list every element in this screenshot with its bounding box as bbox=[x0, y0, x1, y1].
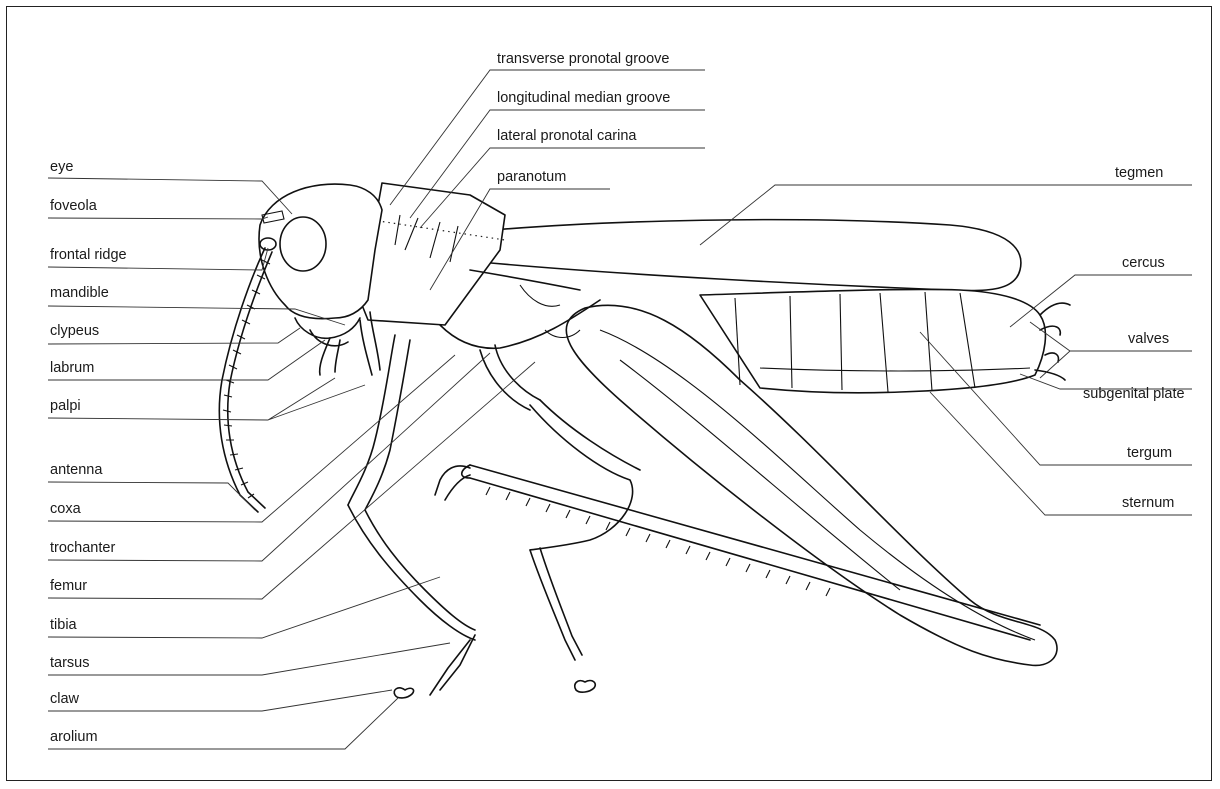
top-labels: transverse pronotal groove longitudinal … bbox=[497, 51, 670, 185]
front-claw bbox=[394, 688, 413, 698]
right-labels: tegmen cercus valves subgenital plate te… bbox=[1083, 165, 1185, 511]
label-frontal-ridge: frontal ridge bbox=[50, 247, 127, 263]
front-tarsus bbox=[430, 635, 475, 695]
label-arolium: arolium bbox=[50, 729, 98, 745]
label-mandible: mandible bbox=[50, 285, 109, 301]
label-femur: femur bbox=[50, 578, 87, 594]
label-valves: valves bbox=[1128, 331, 1169, 347]
middle-leg-femur bbox=[530, 400, 640, 550]
label-tarsus: tarsus bbox=[50, 655, 90, 671]
label-longitudinal-median-groove: longitudinal median groove bbox=[497, 90, 670, 106]
label-foveola: foveola bbox=[50, 198, 98, 214]
label-antenna: antenna bbox=[50, 462, 103, 478]
label-tibia: tibia bbox=[50, 617, 78, 633]
pronotum-shape bbox=[360, 183, 505, 325]
label-clypeus: clypeus bbox=[50, 323, 99, 339]
middle-leg-shape bbox=[480, 345, 540, 410]
label-transverse-pronotal-groove: transverse pronotal groove bbox=[497, 51, 670, 67]
tegmen-shape bbox=[470, 220, 1021, 291]
label-tegmen: tegmen bbox=[1115, 165, 1163, 181]
label-trochanter: trochanter bbox=[50, 540, 115, 556]
front-leg-lower bbox=[348, 505, 475, 640]
abdomen-shape bbox=[700, 289, 1045, 392]
eye-shape bbox=[280, 217, 326, 271]
left-labels: eye foveola frontal ridge mandible clype… bbox=[50, 159, 127, 745]
label-labrum: labrum bbox=[50, 360, 94, 376]
label-coxa: coxa bbox=[50, 501, 82, 517]
grasshopper-illustration bbox=[219, 183, 1070, 698]
palpi-shape bbox=[320, 312, 380, 375]
middle-claw bbox=[575, 681, 596, 693]
label-eye: eye bbox=[50, 159, 73, 175]
label-sternum: sternum bbox=[1122, 495, 1174, 511]
label-cercus: cercus bbox=[1122, 255, 1165, 271]
label-paranotum: paranotum bbox=[497, 169, 566, 185]
middle-leg-tibia bbox=[530, 548, 582, 660]
label-subgenital-plate: subgenital plate bbox=[1083, 386, 1185, 402]
hind-tarsus-shape bbox=[435, 466, 470, 500]
mouthparts bbox=[295, 318, 360, 346]
label-palpi: palpi bbox=[50, 398, 81, 414]
label-lateral-pronotal-carina: lateral pronotal carina bbox=[497, 128, 637, 144]
label-claw: claw bbox=[50, 691, 80, 707]
label-tergum: tergum bbox=[1127, 445, 1172, 461]
